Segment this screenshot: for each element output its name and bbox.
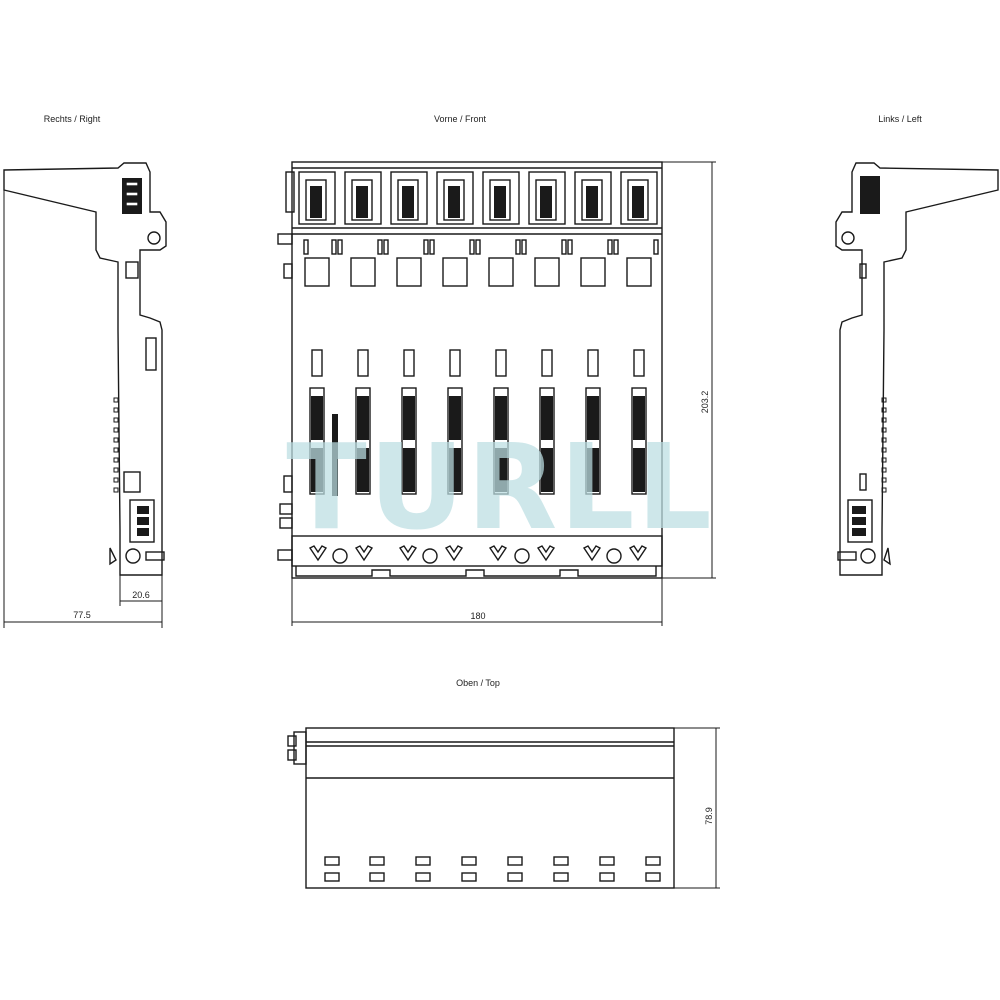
left-side-view [835,162,999,576]
front-slot-8 [613,171,659,495]
right-hole [147,231,161,245]
watermark-logo: TURLL [286,418,714,556]
front-slot-2 [337,171,383,495]
front-slot-1 [298,171,337,495]
dim-front-width: 180 [470,611,485,621]
front-housing [291,161,663,579]
view-label-right: Rechts / Right [44,114,101,124]
left-side-profile [835,162,999,576]
left-hole [841,231,855,245]
right-side-view: 77.5 20.6 [3,162,167,628]
left-connector [847,499,873,543]
front-slot-3 [383,171,429,495]
dim-right-offset: 20.6 [132,590,150,600]
dim-front-height: 203.2 [700,391,710,414]
top-housing [305,727,675,889]
view-label-top: Oben / Top [456,678,500,688]
right-pin-comb [113,397,119,493]
dim-top-depth: 78.9 [704,807,714,825]
front-slot-7 [567,171,613,495]
view-label-front: Vorne / Front [434,114,487,124]
front-bottom-rail [291,535,663,567]
top-view: 78.9 [287,727,720,889]
left-latch [860,176,880,214]
front-slot-5 [475,171,521,495]
right-connector [129,499,155,543]
left-pin-comb [881,397,887,493]
front-terminals [308,545,648,564]
front-view: 180 203.2 [277,161,716,626]
view-label-left: Links / Left [878,114,922,124]
dim-right-depth: 77.5 [73,610,91,620]
front-slot-6 [521,171,567,495]
front-slot-4 [429,171,475,495]
right-side-profile [3,162,167,576]
top-slot-markers [324,856,661,882]
